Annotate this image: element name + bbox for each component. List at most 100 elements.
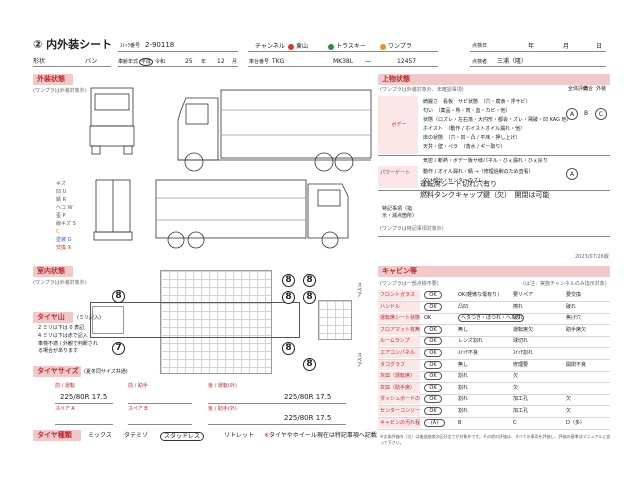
- cabin-option: 運転席欠: [513, 326, 534, 333]
- cabin-option: 焦げ穴: [566, 315, 582, 322]
- tire-depth-rear-left-4: 8: [303, 291, 316, 304]
- tire-type-title: タイヤ種類: [33, 430, 81, 441]
- body-line-1: 綺麗さ 看板 サビ状態 （穴・腐食・浮サビ）: [423, 99, 531, 105]
- cabin-option: ｽｲｯﾁ割れ: [513, 350, 534, 356]
- body-rank-c: C: [595, 108, 607, 120]
- year-value: 25: [185, 58, 193, 65]
- cabin-option: 欠: [566, 408, 572, 414]
- cabin-note-right: (は注：実施チャンネルのみ指示対象): [523, 281, 607, 287]
- page-title: ② 内外装シート: [33, 38, 113, 51]
- tire-spare-a-label: スペア A: [55, 406, 75, 412]
- tire-depth-front-right: 7: [112, 342, 125, 355]
- date-year-unit: 年: [528, 43, 535, 50]
- pg-rank-a: A: [566, 168, 578, 180]
- onepla-logo-icon: [380, 43, 386, 50]
- rank-header-overall: 全体評価: [568, 86, 589, 92]
- exterior-note: (ワンプラは外装対象外): [33, 88, 87, 94]
- cabin-option: 修理要: [513, 361, 529, 368]
- tire-depth-front-left: 8: [112, 290, 125, 303]
- cabin-option: 要交換: [566, 292, 582, 298]
- cab-outline: [92, 306, 124, 334]
- chassis-number: 12457: [397, 58, 417, 65]
- cabin-option: 欠: [566, 396, 572, 403]
- cabin-row-label: タコグラフ: [378, 359, 420, 370]
- cabin-option: 割れ: [458, 373, 469, 380]
- body-rank-a: A: [566, 108, 578, 120]
- cabin-option: レンズ割れ: [458, 338, 483, 345]
- tire-size-title: タイヤサイズ: [33, 366, 81, 377]
- cabin-option: 無し: [458, 326, 469, 333]
- exterior-bottom-note: (ワンプラは特記事項対象外): [380, 226, 444, 232]
- spare-grid: [318, 300, 352, 340]
- tire-depth-rear-left-outer: 8: [282, 274, 295, 287]
- cabin-row-label: エアコンパネル: [378, 348, 420, 358]
- chassis-label: 車台番号: [249, 59, 270, 65]
- cabin-row-label: フロントガラス: [378, 290, 420, 300]
- spare-label-bottom: スペア: [356, 352, 362, 367]
- tire-depth-rule-2: 4 ミリ以下は赤で記入: [38, 333, 88, 339]
- year-unit: 年: [201, 59, 207, 65]
- remarks-label: 特記事項（指示・減点箇所）: [382, 206, 418, 219]
- upper-section-title: 上物状態: [378, 74, 610, 85]
- cabin-row-label: センターコンソール: [378, 406, 420, 416]
- body-line-6: 天井・壁・ペラ （落水 / ギー取り）: [423, 144, 506, 150]
- rank-header-exterior: 外装: [596, 86, 607, 92]
- month-value: 12: [217, 58, 225, 65]
- era-reiwa: 令和: [155, 59, 166, 65]
- tire-depth-rule-1: 2 ミリ以下は 0 表記: [38, 325, 85, 331]
- year-label: 車齢年式: [118, 59, 139, 65]
- cabin-option: ヘタつき・ほつれ・へたり: [458, 314, 524, 323]
- body-rank-b: B: [584, 110, 589, 117]
- date-month-unit: 月: [563, 43, 570, 50]
- body-line-5: 床の状態 （穴・凹・凸 / 平床・押し上げ）: [423, 135, 521, 141]
- revision-code: 2023/07/26版: [575, 254, 609, 260]
- cabin-option: 欠: [513, 384, 519, 391]
- cabin-option: OK: [424, 291, 442, 299]
- cabin-option: OK: [424, 302, 442, 311]
- chassis-outline: [90, 302, 300, 338]
- chassis-prefix: TKG: [272, 58, 285, 65]
- tire-depth-subtitle: (ミリ記入): [77, 315, 101, 321]
- inspect-date-label: 点検日: [472, 43, 488, 49]
- tire-front-driver-value: 225/80R 17.5: [60, 393, 108, 401]
- body-sub: 気密 / 断熱・ボデー板サ様パネル・ひぇ漏れ・ひぇ戻り: [423, 158, 548, 164]
- cabin-option: OK(軽微な傷有り): [458, 292, 500, 298]
- tire-rear-driver-value: 225/80R 17.5: [284, 393, 332, 401]
- body-label: ボデー: [378, 96, 418, 154]
- cabin-option: 擦れ: [513, 303, 524, 310]
- cabin-option: 無し: [458, 361, 469, 368]
- cabin-option: ｽｲｯﾁ不良: [458, 350, 479, 356]
- cabin-row-label: 灰皿（助手席）: [378, 382, 420, 393]
- tire-type-rib: タテミゾ: [124, 432, 149, 439]
- cabin-row-label: ダッシュボードの状況: [378, 394, 420, 405]
- tire-depth-rear-right-2: 8: [303, 358, 316, 371]
- cabin-row-label: 灰皿（運転席）: [378, 371, 420, 382]
- stock-label: ｽﾄｯｸ番号: [120, 43, 141, 49]
- remark-line-2: 燃料タンクキャップ鍵（欠） 開閉は可能: [420, 191, 550, 199]
- spare-label-top: スペア: [356, 282, 362, 297]
- tire-rear-passenger-label: 後 / 助手(外): [208, 406, 237, 412]
- cabin-option: OK: [424, 337, 442, 346]
- body-line-2: 匂い （薬品・魚・肉・血・カビ・他）: [423, 108, 511, 114]
- tire-size-subtitle: (夏冬同サイズ共通): [84, 369, 128, 375]
- cabin-option: OK: [424, 383, 442, 392]
- tire-type-mix: ミックス: [88, 432, 112, 439]
- cabin-option: OK: [424, 372, 442, 381]
- rank-header-total: 総合: [583, 86, 594, 92]
- channel-onepla: ワンプラ: [380, 43, 412, 50]
- cabin-row-label: キャビンの汚れ程度: [378, 417, 420, 428]
- powergate-line-2: 欠け部分・センターのズレ: [423, 178, 484, 184]
- cabin-option: 欠: [513, 373, 519, 380]
- cabin-option: OK: [424, 360, 442, 369]
- cabin-option: 割れ: [458, 396, 469, 403]
- chassis-model: MK38L: [333, 58, 354, 65]
- tohzan-logo-icon: [288, 43, 294, 50]
- cabin-option: 要リペア: [513, 292, 534, 298]
- cabin-option: 球切れ: [513, 338, 529, 345]
- cabin-footer: ※全体評価内（注）は後部座席の区分全てが対象外です。その他の評価は、すべての車両…: [380, 434, 611, 445]
- channel-tohzan: 東山: [288, 43, 308, 50]
- tire-spare-b-label: スペア B: [128, 406, 148, 412]
- truck-exterior-diagram: [89, 87, 372, 249]
- truskey-logo-icon: [328, 43, 334, 50]
- tire-depth-rear-right-outer: 8: [282, 342, 295, 355]
